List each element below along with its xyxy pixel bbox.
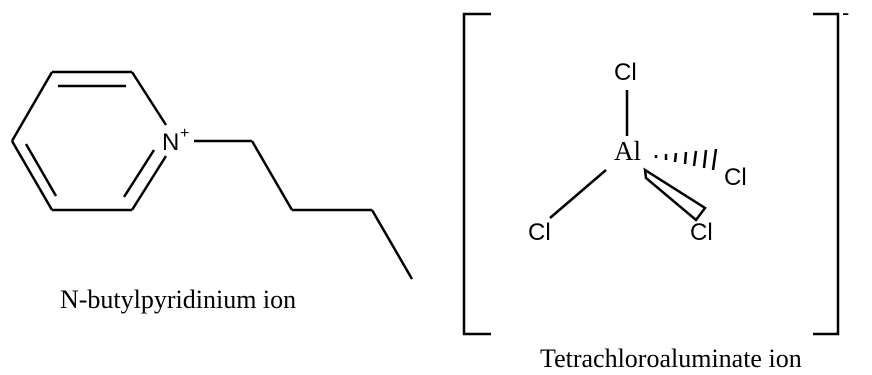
ring-bond-bottom-left: [10, 140, 54, 211]
chlorine-bottom-right: Cl: [690, 219, 713, 246]
ring-double-bond-left: [24, 143, 58, 197]
ring-bond-top-left: [10, 71, 54, 142]
ring-double-bond-right: [122, 149, 156, 198]
al-cl-open-wedge: [643, 167, 707, 222]
nitrogen-atom: N +: [162, 125, 189, 156]
nitrogen-label: N: [162, 129, 179, 156]
right-bracket: [813, 12, 840, 336]
ring-bond-bottom-right: [130, 155, 168, 211]
left-bracket: [462, 12, 491, 336]
nitrogen-charge: +: [180, 125, 189, 142]
butyl-bond-2: [250, 140, 294, 211]
al-cl-hashed-wedge: [654, 148, 718, 171]
pyridinium-ring: [10, 70, 168, 212]
anion-caption: Tetrachloroaluminate ion: [540, 344, 802, 373]
butyl-bond-4: [370, 209, 414, 280]
bracket-charge: -: [842, 0, 849, 25]
aluminium-atom: Al: [614, 136, 641, 166]
ring-bond-top-right: [130, 71, 168, 126]
chlorine-left: Cl: [528, 219, 551, 246]
butyl-chain: [194, 139, 414, 280]
chlorine-right: Cl: [724, 164, 747, 191]
cation-caption: N-butylpyridinium ion: [60, 285, 296, 314]
aluminium-label: Al: [614, 136, 641, 166]
al-cl-left-bond: [549, 169, 607, 219]
chlorine-top: Cl: [614, 59, 637, 86]
